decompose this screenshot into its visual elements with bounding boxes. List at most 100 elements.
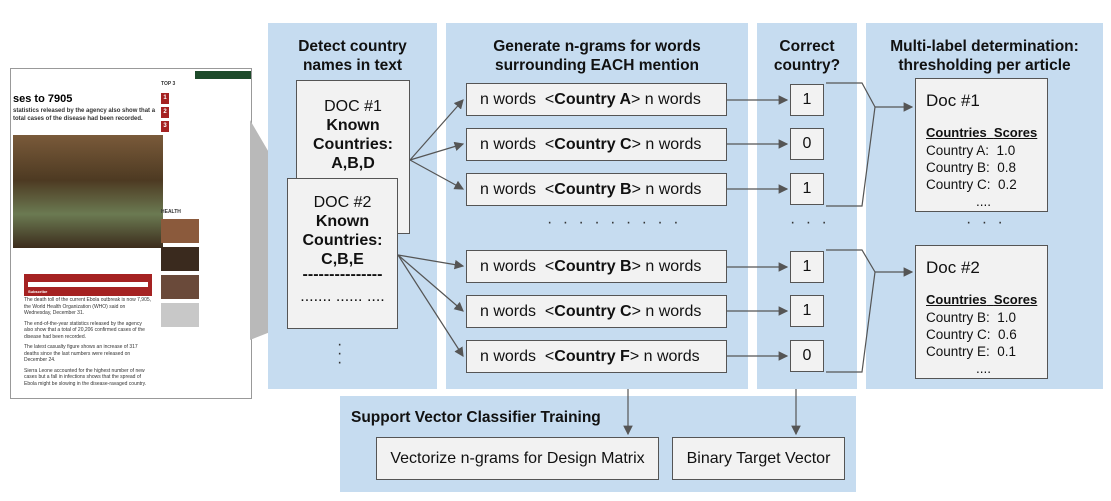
arrow <box>397 254 464 312</box>
result-country: Country C: <box>926 327 991 342</box>
ngram-row: n words <Country C> n words <box>466 295 727 328</box>
ngram-pre: n words < <box>480 180 555 198</box>
result-country: Country E: <box>926 344 990 359</box>
panel-title: Support Vector Classifier Training <box>351 409 601 426</box>
result-col-countries: Countries <box>926 125 987 140</box>
ngram-ellipsis: · · · · · · · · · <box>547 214 682 231</box>
design-matrix-box: Vectorize n-grams for Design Matrix <box>376 437 659 480</box>
target-box: 1 <box>790 84 824 116</box>
article-thumb <box>161 303 199 327</box>
bracket <box>826 249 876 373</box>
ngram-country: Country F <box>554 347 630 365</box>
result-score: 1.0 <box>996 143 1016 158</box>
result-country: Country C: <box>926 177 991 192</box>
doc-countries: C,B,E <box>321 251 364 268</box>
ngram-row: n words <Country C> n words <box>466 128 727 161</box>
panel-title: surrounding EACH mention <box>494 57 700 74</box>
target-ellipsis: · · · <box>790 214 830 231</box>
ngram-post: > n words <box>631 257 702 275</box>
article-headline: ses to 7905 <box>13 93 73 105</box>
target-box: 1 <box>790 173 824 205</box>
ngram-pre: n words < <box>480 90 555 108</box>
result-more: .... <box>976 194 992 209</box>
article-body: The death toll of the current Ebola outb… <box>24 297 152 391</box>
result-country: Country B: <box>926 160 990 175</box>
result-col-scores: Scores <box>993 292 1038 307</box>
ngram-country: Country C <box>554 302 632 320</box>
ngram-country: Country B <box>554 180 632 198</box>
result-score: 0.8 <box>997 160 1017 175</box>
article-health-label: HEALTH <box>161 209 181 215</box>
doc-dots: ....... ...... .... <box>300 288 385 305</box>
ngram-post: > n words <box>631 180 702 198</box>
arrow <box>409 141 465 161</box>
article-top3-label: TOP 3 <box>161 81 176 87</box>
target-box: 0 <box>790 340 824 372</box>
article-newsletter-box: Subscribe <box>24 274 152 296</box>
ngram-row: n words <Country B> n words <box>466 250 727 283</box>
panel-title: country? <box>773 57 841 74</box>
article-sidebar: TOP 3 1 2 3 HEALTH <box>161 69 251 398</box>
result-title: Doc #2 <box>926 258 980 277</box>
result-doc2: Doc #2 Countries Scores Country B: 1.0 C… <box>915 245 1048 379</box>
panel-title: Detect country <box>298 38 407 55</box>
article-para: The end-of-the-year statistics released … <box>24 320 145 340</box>
target-box: 1 <box>790 251 824 283</box>
result-country: Country A: <box>926 143 990 158</box>
article-screenshot: ses to 7905 statistics released by the a… <box>10 68 252 399</box>
doc-known: Known <box>326 117 380 134</box>
ngram-row: n words <Country A> n words <box>466 83 727 116</box>
article-thumb <box>161 275 199 299</box>
ngram-country: Country C <box>554 135 632 153</box>
article-thumb <box>161 247 199 271</box>
ngram-post: > n words <box>631 90 701 108</box>
target-box: 1 <box>790 295 824 327</box>
ngram-country: Country B <box>554 257 632 275</box>
ngram-country: Country A <box>554 90 631 108</box>
result-col-countries: Countries <box>926 292 987 307</box>
article-photo <box>13 135 163 248</box>
result-country: Country B: <box>926 310 990 325</box>
result-col-scores: Scores <box>993 125 1038 140</box>
result-score: 0.6 <box>998 327 1017 342</box>
article-rank-1: 1 <box>161 93 169 104</box>
ngram-post: > n words <box>629 347 700 365</box>
doc-dashes: --------------- <box>302 266 383 283</box>
ngram-post: > n words <box>631 302 702 320</box>
doc-known: Countries: <box>313 136 393 153</box>
arrow <box>397 254 464 358</box>
arrow <box>409 159 465 190</box>
result-score: 0.2 <box>998 177 1017 192</box>
panel-title: thresholding per article <box>898 57 1071 74</box>
article-subscribe: Subscribe <box>28 289 48 294</box>
doc-label: DOC #1 <box>324 98 382 115</box>
doc-countries: A,B,D <box>331 155 375 172</box>
doc-label: DOC #2 <box>313 194 372 211</box>
doc-known: Countries: <box>302 232 383 249</box>
target-box: 0 <box>790 128 824 160</box>
doc-more-vertical: · · · <box>337 336 343 371</box>
article-para: The latest casualty figure shows an incr… <box>24 344 138 363</box>
result-doc1: Doc #1 Countries Scores Country A: 1.0 C… <box>915 78 1048 212</box>
ngram-pre: n words < <box>480 135 555 153</box>
result-score: 1.0 <box>997 310 1017 325</box>
bracket <box>826 82 876 207</box>
target-vector-box: Binary Target Vector <box>672 437 845 480</box>
article-rank-2: 2 <box>161 107 169 118</box>
panel-title: names in text <box>302 57 403 74</box>
panel-title: Multi-label determination: <box>890 38 1079 55</box>
article-para: Sierra Leone accounted for the highest n… <box>24 367 147 387</box>
result-title: Doc #1 <box>926 91 980 110</box>
arrow <box>409 99 464 161</box>
arrow <box>397 254 465 270</box>
ngram-pre: n words < <box>480 302 555 320</box>
article-thumb <box>161 219 199 243</box>
article-topbar <box>195 71 251 79</box>
article-subhead: statistics released by the agency also s… <box>13 108 156 122</box>
ngram-row: n words <Country B> n words <box>466 173 727 206</box>
panel-title: Generate n-grams for words <box>493 38 701 55</box>
doc-known: Known <box>315 213 370 230</box>
result-more: .... <box>976 361 992 376</box>
ngram-post: > n words <box>631 135 702 153</box>
